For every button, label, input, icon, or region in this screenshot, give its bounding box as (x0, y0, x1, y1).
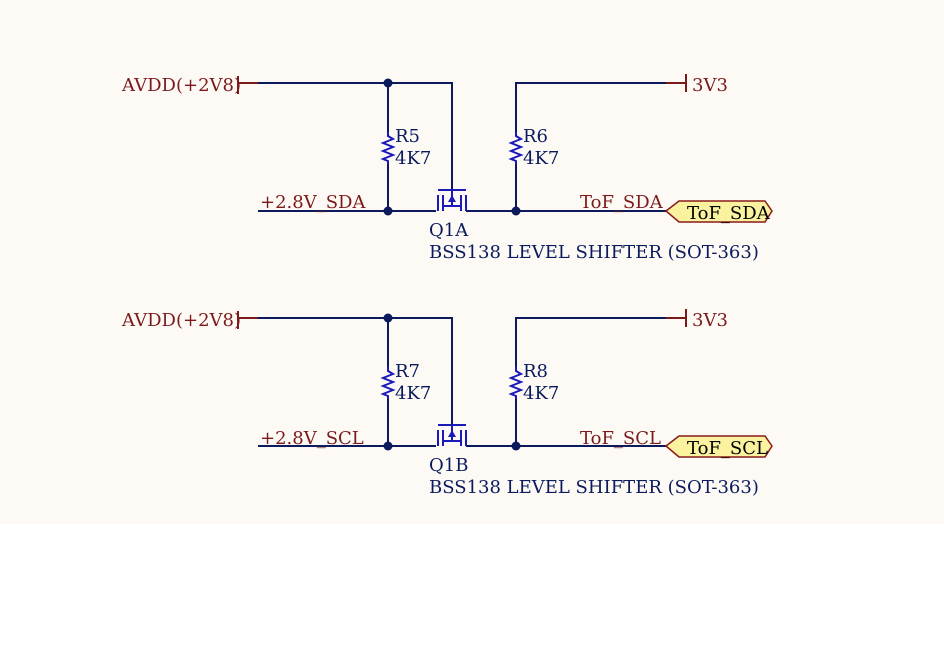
port-tof-scl: ToF_SCL (664, 435, 773, 459)
port-label: ToF_SDA (687, 203, 771, 224)
resistor-value: 4K7 (395, 383, 431, 404)
net-label-right: ToF_SCL (580, 428, 661, 449)
resistor-ref: R7 (395, 361, 420, 382)
junction-dot (383, 441, 393, 451)
resistor-r7: R7 4K7 (380, 361, 431, 404)
mosfet-ref: Q1B (429, 455, 468, 476)
power-label-3v3: 3V3 (692, 310, 728, 331)
resistor-ref: R5 (395, 126, 420, 147)
resistor-r5: R5 4K7 (380, 126, 431, 169)
channel-scl: AVDD(+2V8) 3V3 R7 4K (121, 309, 773, 498)
mosfet-description: BSS138 LEVEL SHIFTER (SOT-363) (429, 477, 759, 498)
resistor-ref: R6 (523, 126, 548, 147)
mosfet-q1a: Q1A BSS138 LEVEL SHIFTER (SOT-363) (429, 189, 759, 263)
junction-dot (383, 206, 393, 216)
resistor-ref: R8 (523, 361, 548, 382)
channel-sda: AVDD(+2V8) 3V3 (121, 74, 773, 263)
power-port-avdd: AVDD(+2V8) (121, 310, 258, 331)
net-label-right: ToF_SDA (580, 192, 664, 213)
resistor-value: 4K7 (523, 148, 559, 169)
mosfet-q1b: Q1B BSS138 LEVEL SHIFTER (SOT-363) (429, 424, 759, 498)
mosfet-description: BSS138 LEVEL SHIFTER (SOT-363) (429, 242, 759, 263)
power-label-avdd: AVDD(+2V8) (121, 310, 241, 331)
schematic-sheet (0, 0, 944, 524)
power-port-avdd: AVDD(+2V8) (121, 75, 258, 96)
power-port-3v3: 3V3 (666, 309, 728, 331)
net-label-left: +2.8V_SDA (260, 192, 366, 213)
port-label: ToF_SCL (687, 438, 768, 459)
net-label-left: +2.8V_SCL (260, 428, 364, 449)
junction-dot (511, 206, 521, 216)
power-label-avdd: AVDD(+2V8) (121, 75, 241, 96)
resistor-value: 4K7 (523, 383, 559, 404)
resistor-value: 4K7 (395, 148, 431, 169)
junction-dot (383, 78, 393, 88)
resistor-r8: R8 4K7 (508, 361, 559, 404)
wires (258, 317, 666, 447)
wires (258, 82, 666, 212)
mosfet-ref: Q1A (429, 220, 469, 241)
power-label-3v3: 3V3 (692, 75, 728, 96)
power-port-3v3: 3V3 (666, 74, 728, 96)
resistor-r6: R6 4K7 (508, 126, 559, 169)
junction-dot (511, 441, 521, 451)
junction-dot (383, 313, 393, 323)
port-tof-sda: ToF_SDA (664, 200, 773, 224)
